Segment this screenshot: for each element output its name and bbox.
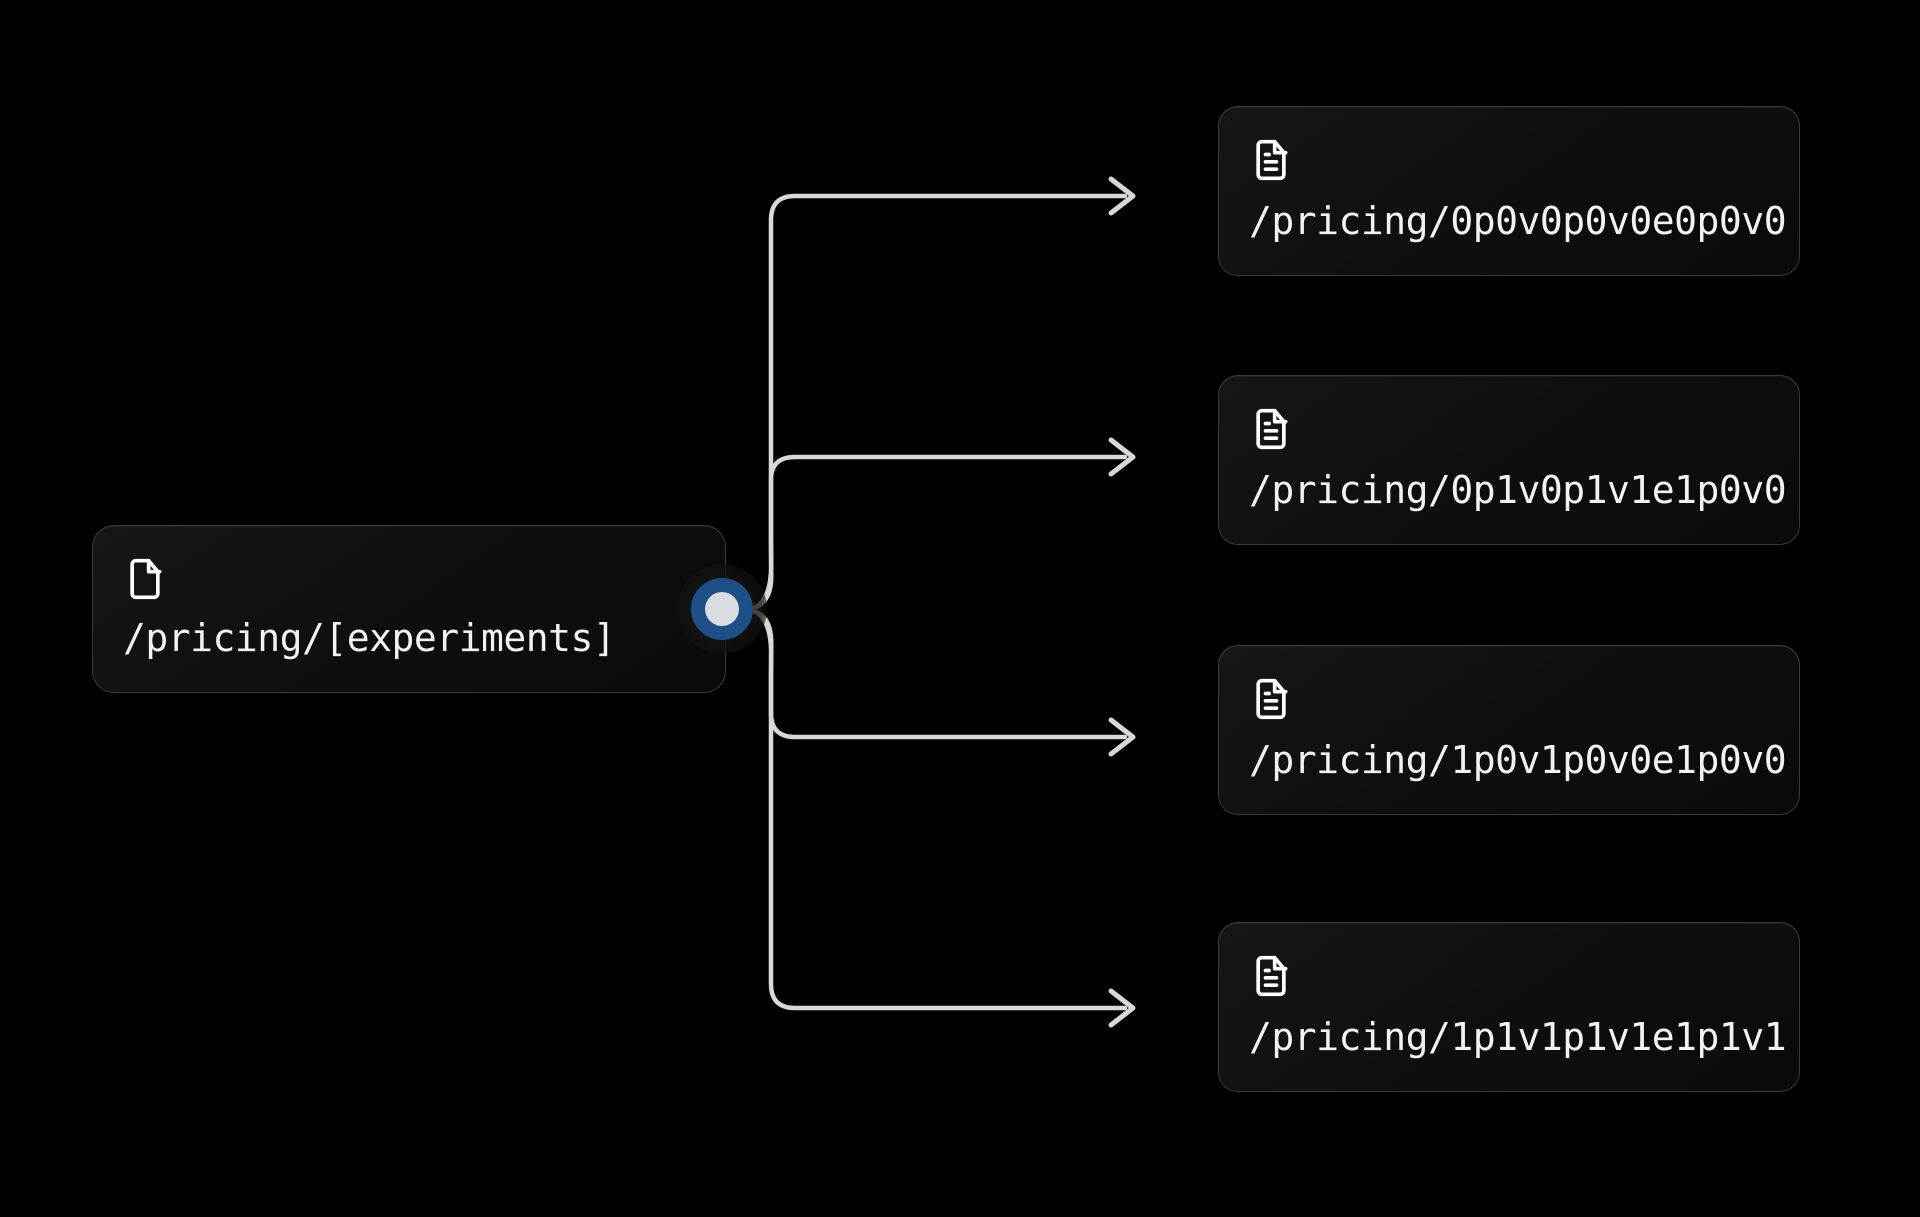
file-icon xyxy=(123,557,167,601)
arrowhead-0 xyxy=(1111,179,1133,213)
target-node[interactable]: /pricing/1p1v1p1v1e1p1v1 xyxy=(1218,922,1800,1092)
target-node-label: /pricing/1p0v1p0v0e1p0v0 xyxy=(1249,738,1787,783)
file-text-icon xyxy=(1249,138,1293,182)
edge-path-2 xyxy=(749,607,1128,740)
branch-handle[interactable] xyxy=(677,564,767,654)
file-text-icon xyxy=(1249,407,1293,451)
edge-path-0 xyxy=(749,193,1128,612)
source-node-label: /pricing/[experiments] xyxy=(123,616,616,661)
edge-path-1 xyxy=(749,454,1128,612)
arrowhead-3 xyxy=(1111,991,1133,1025)
branch-handle-core xyxy=(705,592,739,626)
file-text-icon xyxy=(1249,954,1293,998)
target-node[interactable]: /pricing/0p0v0p0v0e0p0v0 xyxy=(1218,106,1800,276)
arrowhead-1 xyxy=(1111,440,1133,474)
target-node-label: /pricing/1p1v1p1v1e1p1v1 xyxy=(1249,1015,1787,1060)
target-node-label: /pricing/0p0v0p0v0e0p0v0 xyxy=(1249,199,1787,244)
arrowhead-2 xyxy=(1111,720,1133,754)
target-node-label: /pricing/0p1v0p1v1e1p0v0 xyxy=(1249,468,1787,513)
target-node[interactable]: /pricing/0p1v0p1v1e1p0v0 xyxy=(1218,375,1800,545)
source-node[interactable]: /pricing/[experiments] xyxy=(92,525,726,693)
target-node[interactable]: /pricing/1p0v1p0v0e1p0v0 xyxy=(1218,645,1800,815)
file-text-icon xyxy=(1249,677,1293,721)
edge-path-3 xyxy=(749,607,1128,1011)
